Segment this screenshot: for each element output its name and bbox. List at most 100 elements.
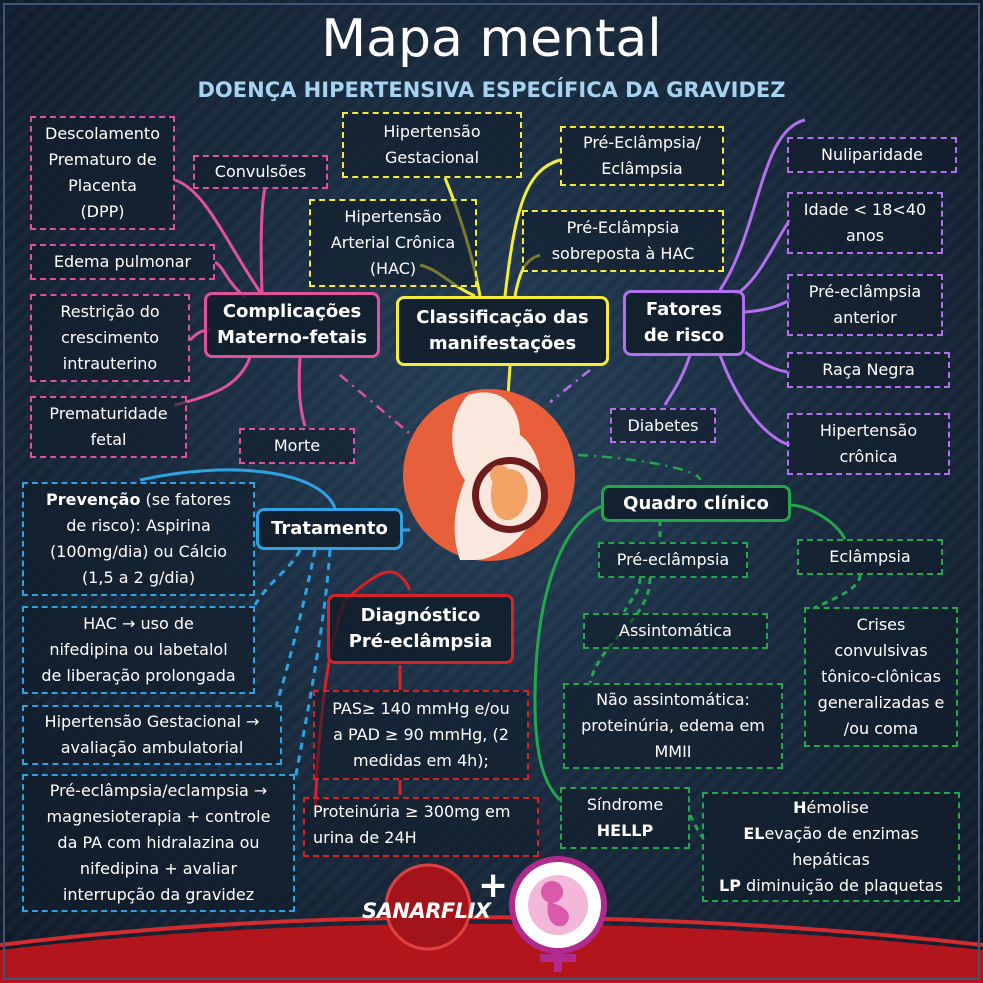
node-hipertensao-cronica: Hipertensão crônica [787,413,950,475]
hub-line: Tratamento [271,518,388,539]
node-line: nifedipina + avaliar [79,859,238,878]
line-rest: émolise [806,798,869,817]
node-prevencao: Prevenção (se fatores de risco): Aspirin… [22,482,255,596]
node-line: tônico-clônicas [821,667,941,686]
hub-line: Pré-eclâmpsia [348,631,493,652]
node-line: anterior [833,308,897,327]
node-line: (HAC) [369,259,417,278]
node-edema-pulmonar: Edema pulmonar [30,244,215,280]
hub-classificacao: Classificação das manifestações [396,296,609,366]
node-line: Prematuro de [48,150,157,169]
node-line: Pré-Eclâmpsia [566,218,680,237]
node-line: Hémolise [793,795,869,821]
node-line: Descolamento [45,124,160,143]
node-line: Eclâmpsia [829,547,911,566]
bold-initial: LP [719,876,741,895]
page-subtitle: DOENÇA HIPERTENSIVA ESPECÍFICA DA GRAVID… [197,78,786,102]
node-line: Hipertensão [819,421,918,440]
line-rest: evação de enzimas [764,824,919,843]
sanarflix-logo [384,863,472,951]
node-pas-pad: PAS≥ 140 mmHg e/ou a PAD ≥ 90 mmHg, (2 m… [313,690,529,780]
node-line: Eclâmpsia [601,159,683,178]
hub-line: Classificação das [416,307,589,328]
node-line: Edema pulmonar [53,252,192,271]
node-line: Prematuridade [49,404,168,423]
node-line: Hipertensão [344,207,442,226]
node-line: intrauterino [62,354,158,373]
bold-initial: EL [743,824,765,843]
node-tratamento-hac: HAC → uso de nifedipina ou labetalol de … [22,606,255,694]
node-line: Placenta [68,176,137,195]
node-line: nifedipina ou labetalol [49,640,228,659]
node-line: Crises [856,615,906,634]
hub-quadro-clinico: Quadro clínico [601,485,791,522]
node-line: Não assintomática: [596,690,750,709]
node-line: magnesioterapia + controle [46,807,271,826]
node-line: Raça Negra [822,360,915,379]
node-assintomatica: Assintomática [583,613,768,649]
node-line: Pré-eclâmpsia [808,282,922,301]
node-line: PAS≥ 140 mmHg e/ou [332,699,510,718]
node-line: generalizadas e [817,693,945,712]
node-idade: Idade < 18<40 anos [787,192,943,254]
node-restricao: Restrição do crescimento intrauterino [30,294,190,382]
sanarflix-logo-text: SANARFLIX [362,899,491,923]
node-pre-eclampsia: Pré-eclâmpsia [598,542,748,578]
hub-fatores-risco: Fatores de risco [623,290,745,356]
line-rest: (se fatores [140,490,231,509]
node-line: MMII [654,742,692,761]
node-line: LP diminuição de plaquetas [719,873,943,899]
node-line: ELevação de enzimas [743,821,918,847]
hub-line: Materno-fetais [216,327,368,348]
node-hac: Hipertensão Arterial Crônica (HAC) [309,199,477,287]
node-line: Hipertensão [383,122,481,141]
node-line: hepáticas [792,847,870,873]
hub-diagnostico: Diagnóstico Pré-eclâmpsia [327,594,514,664]
node-line: fetal [90,430,127,449]
node-line: Gestacional [384,148,480,167]
node-line: Arterial Crônica [330,233,456,252]
hub-complicacoes: Complicações Materno-fetais [204,292,380,358]
node-line: de risco): Aspirina [66,516,211,535]
female-symbol-logo [509,856,607,972]
pregnancy-icon [403,389,575,561]
node-nuliparidade: Nuliparidade [787,137,957,173]
line-rest: diminuição de plaquetas [740,876,943,895]
plus-sign: + [478,865,509,906]
node-line: urina de 24H [313,828,417,847]
node-hipertensao-gestacional: Hipertensão Gestacional [342,112,522,178]
bold-initial: H [793,798,807,817]
node-line: da PA com hidralazina ou [57,833,260,852]
node-eclampsia: Eclâmpsia [797,539,943,575]
node-line: interrupção da gravidez [62,885,255,904]
node-line: HAC → uso de [83,614,194,633]
hub-line: Fatores [645,299,723,320]
node-line: Pré-eclâmpsia/eclampsia → [49,781,268,800]
node-tratamento-pre-eclampsia: Pré-eclâmpsia/eclampsia → magnesioterapi… [22,774,295,912]
node-proteinuria: Proteinúria ≥ 300mg em urina de 24H [303,797,539,857]
node-line: de liberação prolongada [41,666,236,685]
node-line: Proteinúria ≥ 300mg em [313,802,511,821]
node-line: /ou coma [843,719,919,738]
node-line: Assintomática [619,621,732,640]
hub-line: Quadro clínico [623,492,769,514]
hub-line: Complicações [222,301,362,322]
node-line: (DPP) [80,202,125,221]
node-line: Nuliparidade [821,145,923,164]
node-line: Prevenção (se fatores [46,487,231,513]
node-line: Convulsões [214,162,307,181]
node-line: a PAD ≥ 90 mmHg, (2 [333,725,509,744]
node-pre-eclampsia-eclampsia: Pré-Eclâmpsia/ Eclâmpsia [560,126,724,186]
node-line: Hipertensão Gestacional → [44,712,260,731]
node-line: HELLP [596,821,654,840]
node-dpp: Descolamento Prematuro de Placenta (DPP) [30,116,175,230]
node-tratamento-gestacional: Hipertensão Gestacional → avaliação ambu… [22,705,282,765]
hub-line: Diagnóstico [360,605,481,626]
hub-line: manifestações [428,333,577,354]
node-nao-assintomatica: Não assintomática: proteinúria, edema em… [563,683,783,769]
node-line: Morte [273,436,321,455]
node-line: Pré-Eclâmpsia/ [582,133,702,152]
node-pre-eclampsia-sobreposta: Pré-Eclâmpsia sobreposta à HAC [522,210,724,272]
node-line: (1,5 a 2 g/dia) [81,568,196,587]
